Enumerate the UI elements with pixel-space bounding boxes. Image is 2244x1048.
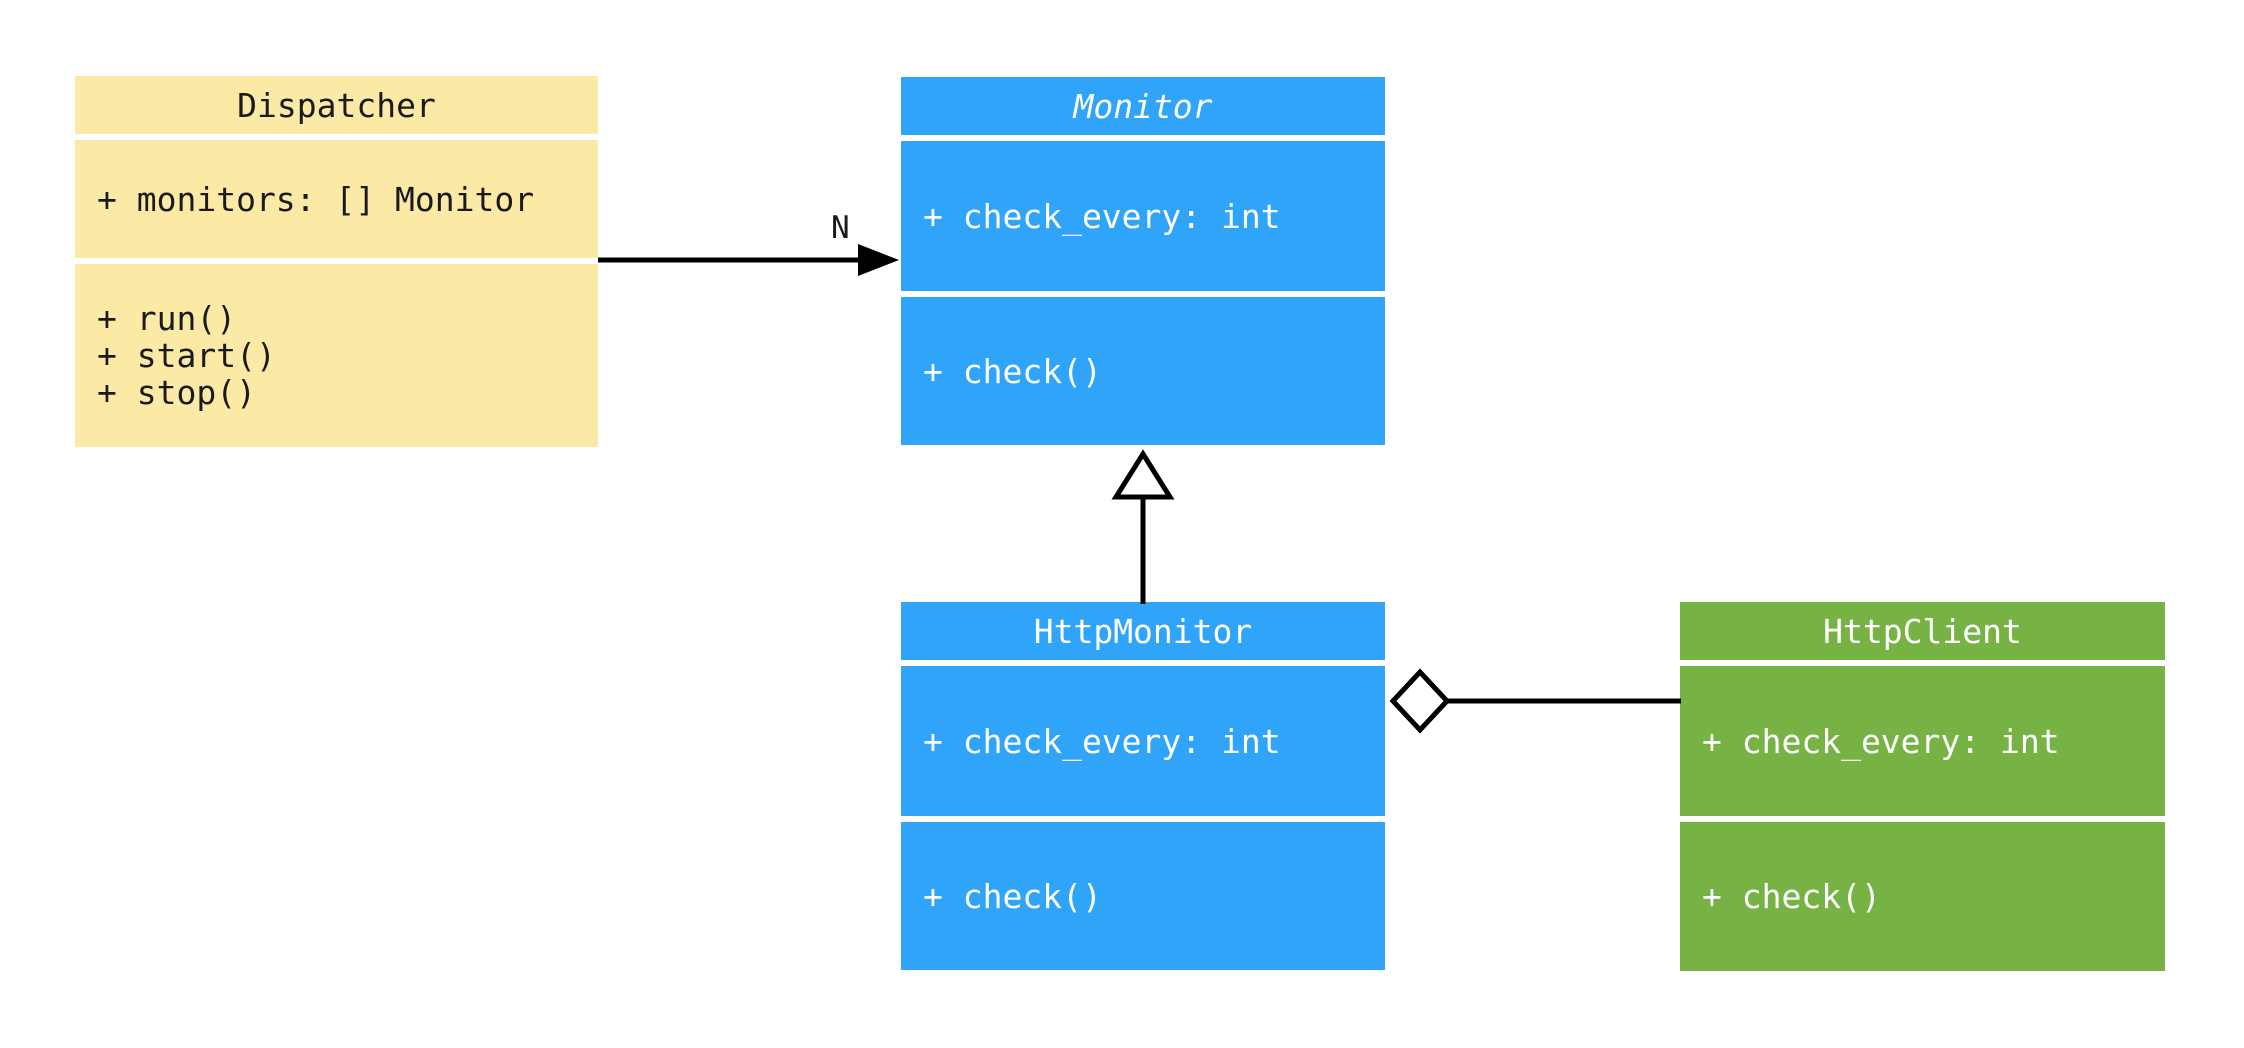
- method-text: + check(): [923, 351, 1102, 391]
- method-text: + check(): [1702, 877, 1881, 916]
- class-box-httpmonitor: HttpMonitor + check_every: int + check(): [901, 602, 1385, 970]
- class-box-httpclient: HttpClient + check_every: int + check(): [1680, 602, 2165, 971]
- attribute-text: + monitors: [] Monitor: [97, 179, 535, 219]
- method-text: + stop(): [97, 373, 256, 412]
- association-multiplicity-label: N: [831, 210, 850, 246]
- class-title-httpmonitor: HttpMonitor: [901, 602, 1385, 660]
- class-methods-section: + check(): [901, 297, 1385, 445]
- class-attributes-section: + check_every: int: [901, 141, 1385, 291]
- class-methods-section: + check(): [1680, 822, 2165, 971]
- method-text: + check(): [923, 876, 1102, 916]
- method-text: + run(): [97, 299, 237, 338]
- method-text: + start(): [97, 336, 276, 375]
- class-methods-section: + check(): [901, 822, 1385, 970]
- attribute-text: + check_every: int: [923, 721, 1281, 761]
- class-box-dispatcher: Dispatcher + monitors: [] Monitor + run(…: [75, 76, 598, 447]
- class-title-httpclient: HttpClient: [1680, 602, 2165, 660]
- class-title-monitor: Monitor: [901, 77, 1385, 135]
- class-attributes-section: + check_every: int: [1680, 666, 2165, 816]
- class-attributes-section: + check_every: int: [901, 666, 1385, 816]
- inheritance-triangle-icon: [1111, 449, 1175, 500]
- class-attributes-section: + monitors: [] Monitor: [75, 140, 598, 258]
- attribute-text: + check_every: int: [1702, 721, 2060, 761]
- class-title-dispatcher: Dispatcher: [75, 76, 598, 134]
- aggregation-diamond-icon: [1389, 668, 1451, 734]
- class-methods-section: + run() + start() + stop(): [75, 264, 598, 447]
- association-arrowhead-icon: [858, 244, 899, 276]
- attribute-text: + check_every: int: [923, 196, 1281, 236]
- class-box-monitor: Monitor + check_every: int + check(): [901, 77, 1385, 445]
